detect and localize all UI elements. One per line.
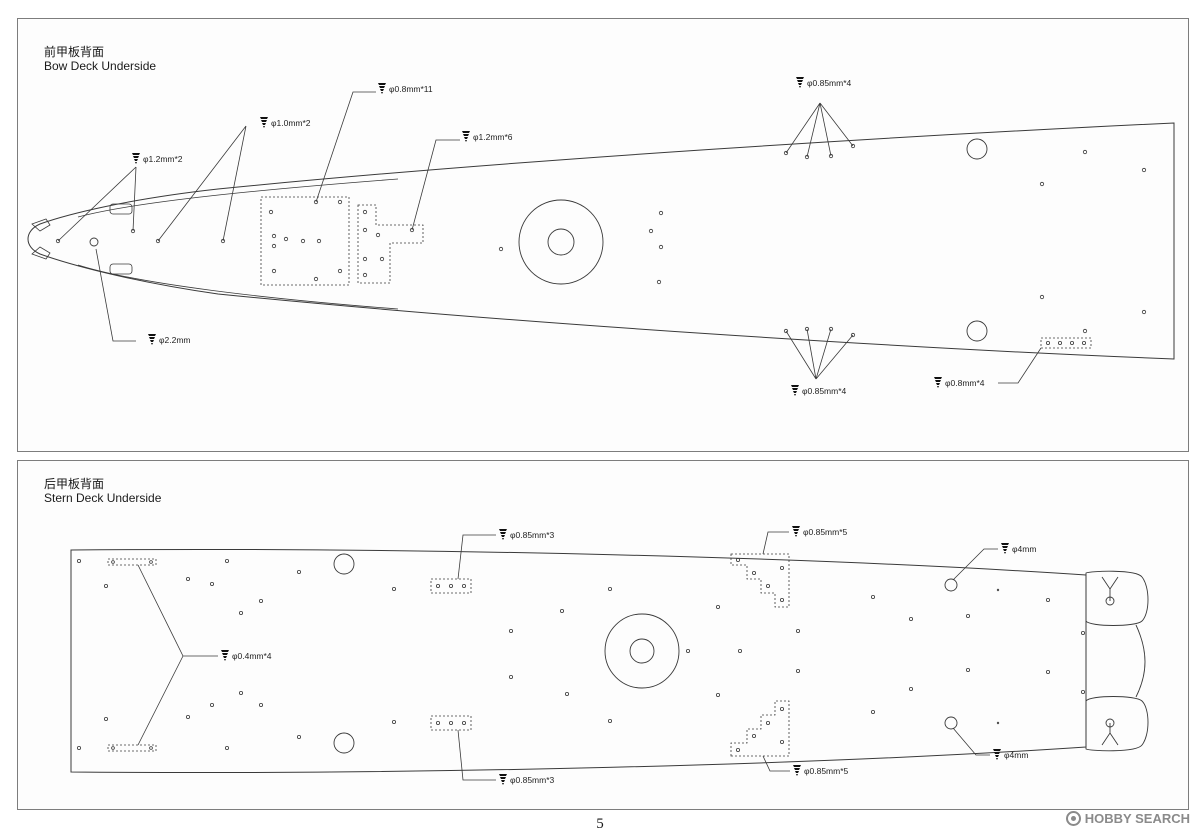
- svg-text:φ0.8mm*4: φ0.8mm*4: [945, 378, 985, 388]
- stern-deck-panel: 后甲板背面 Stern Deck Underside: [17, 460, 1189, 810]
- page-number: 5: [596, 816, 604, 832]
- bow-deck-panel: 前甲板背面 Bow Deck Underside: [17, 18, 1189, 452]
- bow-label-d1_2x6: φ1.2mm*6: [462, 131, 513, 142]
- bow-plate-square: [260, 196, 350, 286]
- bow-plate-l: [357, 204, 424, 284]
- bow-label-d0_85x4-bottom: φ0.85mm*4: [791, 385, 847, 396]
- svg-text:φ4mm: φ4mm: [1012, 544, 1036, 554]
- stern-leader-lines: [137, 531, 998, 781]
- svg-text:φ0.85mm*4: φ0.85mm*4: [802, 386, 847, 396]
- stern-label-d4-bottom: φ4mm: [993, 749, 1028, 760]
- stern-label-d0_85x5-top: φ0.85mm*5: [792, 526, 848, 537]
- stern-stepped-plates: [730, 553, 790, 757]
- stern-label-d0_85x5-bottom: φ0.85mm*5: [793, 765, 849, 776]
- bow-panel-title: 前甲板背面 Bow Deck Underside: [44, 45, 156, 73]
- bow-label-d0_8x4: φ0.8mm*4: [934, 377, 985, 388]
- stern-end-fittings: [1085, 570, 1149, 752]
- svg-text:φ1.2mm*6: φ1.2mm*6: [473, 132, 513, 142]
- svg-text:φ0.85mm*5: φ0.85mm*5: [804, 766, 849, 776]
- svg-text:φ0.4mm*4: φ0.4mm*4: [232, 651, 272, 661]
- stern-label-d0_85x3-top: φ0.85mm*3: [499, 529, 555, 540]
- bow-title-cn: 前甲板背面: [44, 45, 105, 59]
- svg-text:φ0.8mm*11: φ0.8mm*11: [389, 84, 433, 94]
- bow-label-d2_2: φ2.2mm: [148, 334, 191, 345]
- svg-text:φ2.2mm: φ2.2mm: [159, 335, 191, 345]
- bow-large-holes: [89, 138, 988, 342]
- svg-text:φ4mm: φ4mm: [1004, 750, 1028, 760]
- watermark-logo-icon: [1065, 811, 1081, 826]
- stern-panel-title: 后甲板背面 Stern Deck Underside: [44, 477, 161, 505]
- stern-hull-outline: [70, 548, 1087, 774]
- bow-leader-lines: [57, 91, 1042, 384]
- bow-label-d0_8x11: φ0.8mm*11: [378, 83, 433, 94]
- bow-hull-outline: [27, 122, 1175, 360]
- stern-label-d0_4x4: φ0.4mm*4: [221, 650, 272, 661]
- stern-turret-ring: [604, 613, 680, 689]
- svg-text:φ1.0mm*2: φ1.0mm*2: [271, 118, 311, 128]
- hobby-search-watermark: HOBBY SEARCH: [1065, 811, 1190, 826]
- stern-title-cn: 后甲板背面: [44, 477, 105, 491]
- bow-deck-drawing: φ0.8mm*11 φ1.0mm*2 φ1.2mm*6 φ1.2mm*2 φ0.…: [27, 77, 1175, 396]
- bow-label-d1_2x2: φ1.2mm*2: [132, 153, 183, 164]
- bow-inner-rail: [77, 178, 399, 310]
- stern-deck-drawing: φ0.85mm*3 φ0.85mm*5 φ4mm φ0.4mm*4 φ0.85m…: [70, 526, 1149, 785]
- stern-label-d0_85x3-bottom: φ0.85mm*3: [499, 774, 555, 785]
- stern-small-holes: [77, 559, 1086, 750]
- bow-turret-ring: [518, 199, 604, 285]
- svg-text:φ1.2mm*2: φ1.2mm*2: [143, 154, 183, 164]
- bow-title-en: Bow Deck Underside: [44, 59, 157, 73]
- stern-label-d4-top: φ4mm: [1001, 543, 1036, 554]
- svg-text:φ0.85mm*4: φ0.85mm*4: [807, 78, 852, 88]
- bow-fittings: [31, 203, 133, 275]
- svg-text:φ0.85mm*3: φ0.85mm*3: [510, 775, 555, 785]
- bow-small-holes: [55, 143, 1147, 338]
- bow-label-d1_0x2: φ1.0mm*2: [260, 117, 311, 128]
- svg-text:φ0.85mm*5: φ0.85mm*5: [803, 527, 848, 537]
- stern-large-holes: [333, 553, 958, 754]
- svg-text:φ0.85mm*3: φ0.85mm*3: [510, 530, 555, 540]
- stern-title-en: Stern Deck Underside: [44, 491, 162, 505]
- stern-strips: [107, 558, 157, 752]
- bow-strip-plate: [1040, 337, 1092, 349]
- bow-label-d0_85x4-top: φ0.85mm*4: [796, 77, 852, 88]
- watermark-text: HOBBY SEARCH: [1084, 811, 1190, 826]
- stern-small-plates: [430, 578, 472, 731]
